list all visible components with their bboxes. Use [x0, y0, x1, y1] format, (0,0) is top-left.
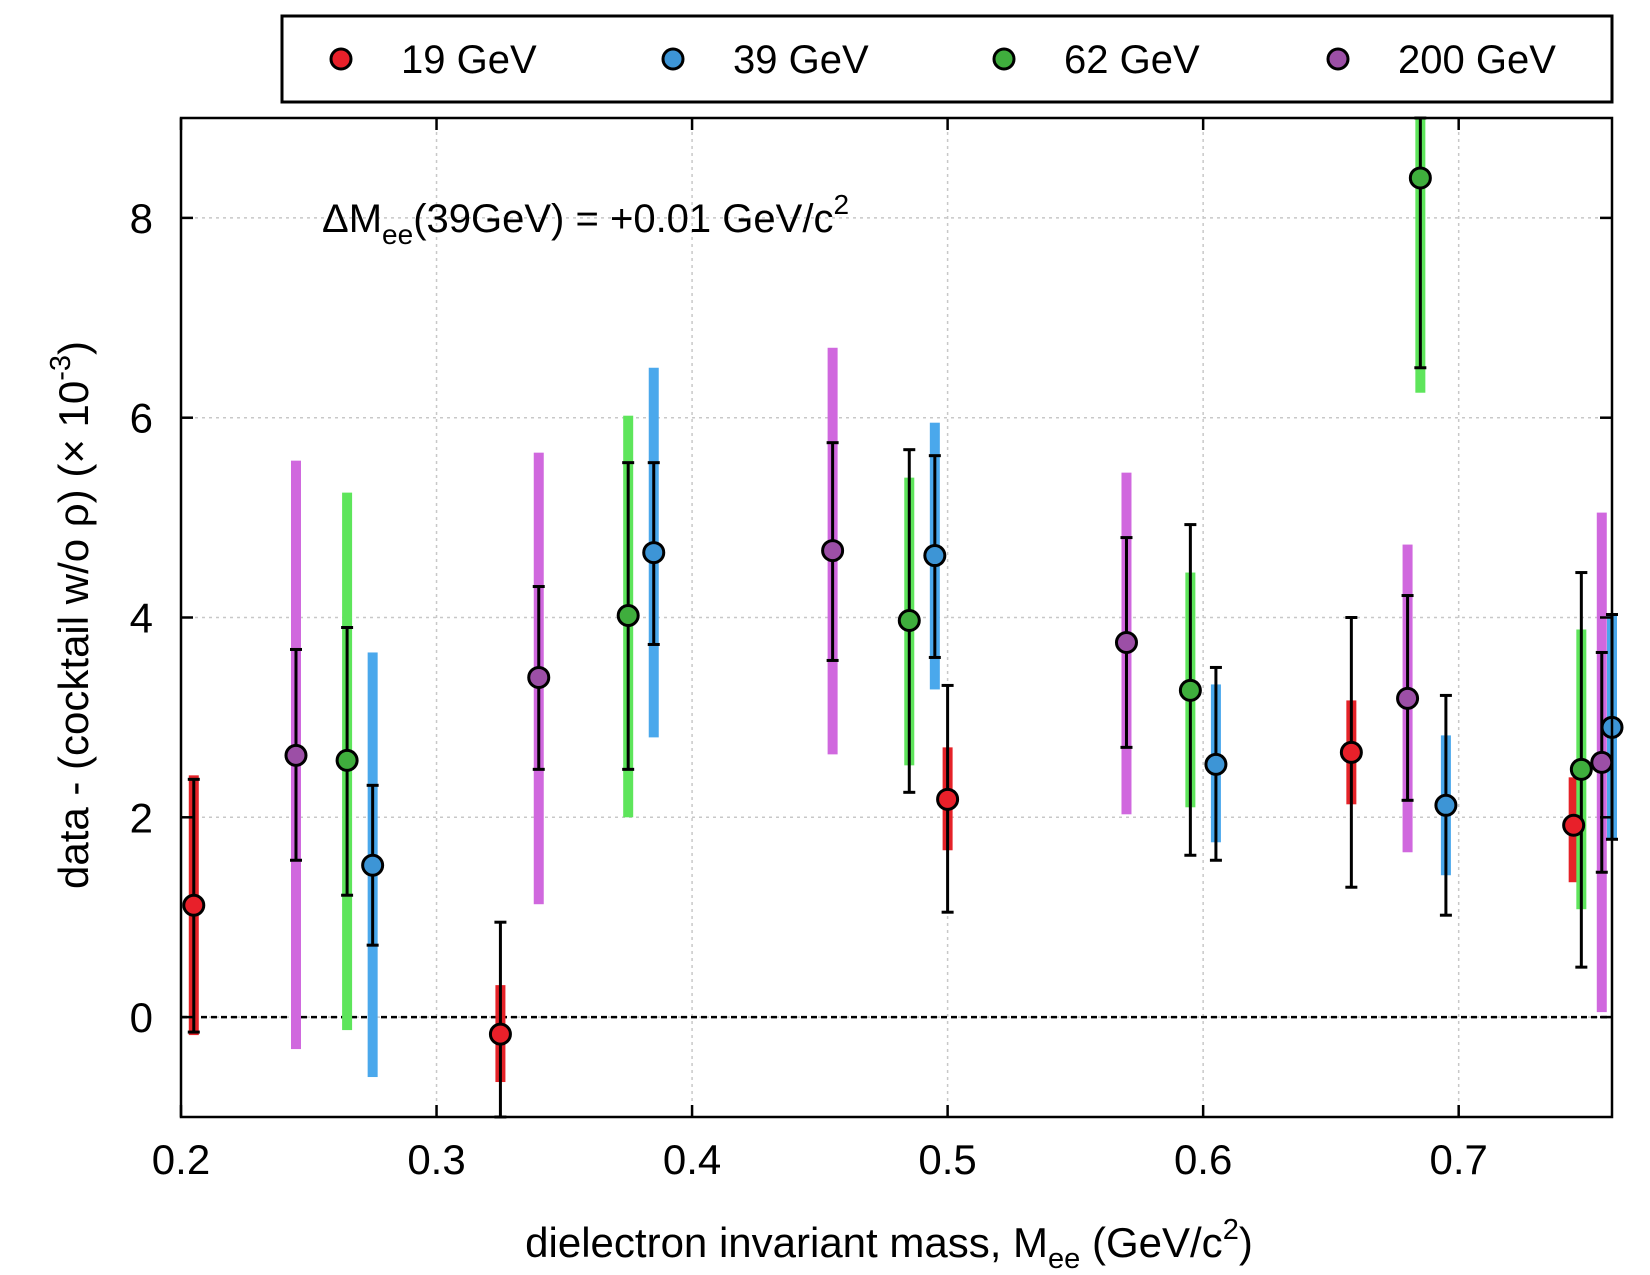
legend-label: 62 GeV — [1064, 38, 1200, 82]
data-point — [642, 541, 666, 565]
x-tick-label: 0.2 — [152, 1136, 210, 1183]
y-tick-label: 6 — [130, 395, 153, 442]
annotation: ΔMee(39GeV) = +0.01 GeV/c2 — [322, 189, 849, 250]
legend-marker — [329, 47, 353, 71]
data-point — [616, 604, 640, 628]
data-point — [1396, 686, 1420, 710]
data-point — [1569, 757, 1593, 781]
legend-marker — [661, 47, 685, 71]
y-tick-label: 4 — [130, 595, 153, 642]
data-point — [1590, 750, 1614, 774]
data-point — [527, 665, 551, 689]
data-point — [821, 539, 845, 563]
data-point — [335, 748, 359, 772]
legend-marker — [1326, 47, 1350, 71]
data-point — [1178, 678, 1202, 702]
data-point — [1204, 752, 1228, 776]
legend-label: 19 GeV — [401, 38, 537, 82]
y-tick-label: 8 — [130, 195, 153, 242]
data-point — [361, 853, 385, 877]
plot-area: 0.2 0.3 0.4 0.5 0.6 0.7 0 2 4 6 8 — [130, 116, 1624, 1183]
y-tick-label: 2 — [130, 794, 153, 841]
data-point — [897, 608, 921, 632]
x-tick-label: 0.7 — [1429, 1136, 1487, 1183]
data-point — [936, 787, 960, 811]
y-axis-title: data - (cocktail w/o ρ) (× 10-3) — [45, 341, 97, 889]
legend-frame — [280, 14, 1614, 104]
data-point — [488, 1022, 512, 1046]
data-point — [1408, 166, 1432, 190]
data-point — [1562, 813, 1586, 837]
legend-marker — [992, 47, 1016, 71]
legend-label: 39 GeV — [733, 38, 869, 82]
data-point — [923, 544, 947, 568]
x-tick-label: 0.3 — [407, 1136, 465, 1183]
x-axis-title: dielectron invariant mass, Mee (GeV/c2) — [525, 1214, 1253, 1275]
data-point — [1339, 740, 1363, 764]
x-tick-label: 0.4 — [663, 1136, 721, 1183]
x-tick-label: 0.5 — [918, 1136, 976, 1183]
data-point — [284, 743, 308, 767]
data-point — [1434, 793, 1458, 817]
y-tick-label: 0 — [130, 994, 153, 1041]
legend-label: 200 GeV — [1398, 38, 1556, 82]
data-point — [182, 893, 206, 917]
x-tick-label: 0.6 — [1174, 1136, 1232, 1183]
data-point — [1114, 630, 1138, 654]
legend: 19 GeV 39 GeV 62 GeV 200 GeV — [280, 14, 1614, 104]
